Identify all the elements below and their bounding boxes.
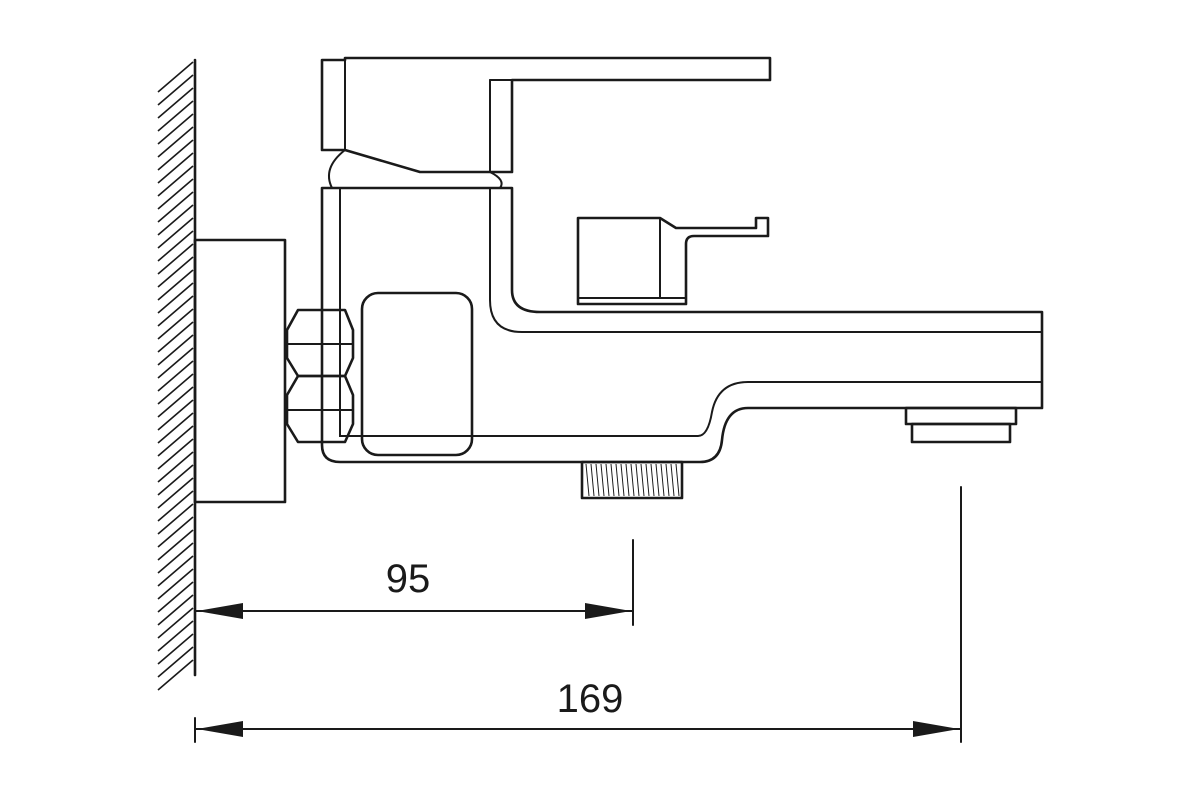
wall-hatching (157, 61, 194, 691)
thread-line (585, 463, 590, 497)
hatch-line (157, 347, 194, 379)
hatch-line (157, 178, 194, 210)
hatch-line (157, 659, 194, 691)
hatch-line (157, 477, 194, 509)
faucet-body (320, 186, 1044, 464)
hatch-line (157, 386, 194, 418)
hatch-line (157, 100, 194, 132)
thread-line (640, 463, 645, 497)
hatch-line (157, 633, 194, 665)
hatch-line (157, 620, 194, 652)
lever-outline (320, 56, 772, 174)
hatch-line (157, 360, 194, 392)
hatch-line (157, 126, 194, 158)
threaded-outlet (580, 460, 684, 500)
aerator-bottom (910, 422, 1012, 444)
hatch-line (157, 646, 194, 678)
hatch-line (157, 256, 194, 288)
arrow-right-169 (913, 721, 959, 737)
shower-lever-outline (576, 216, 770, 306)
hatch-line (157, 308, 194, 340)
hatch-line (157, 139, 194, 171)
shower-lever (576, 216, 770, 306)
dim-label-169: 169 (557, 677, 624, 721)
hatch-line (157, 243, 194, 275)
thread-line (660, 463, 665, 497)
hatch-line (157, 425, 194, 457)
hatch-line (157, 295, 194, 327)
hatch-line (157, 581, 194, 613)
thread-line (665, 463, 670, 497)
hatch-line (157, 451, 194, 483)
hatch-line (157, 529, 194, 561)
spout-top-line (489, 187, 1043, 333)
hatch-line (157, 282, 194, 314)
dimension-169: 169 (194, 486, 962, 743)
lower-nut (285, 374, 355, 444)
thread-line (610, 463, 615, 497)
outlet-threads (585, 463, 680, 497)
aerator-top (904, 406, 1018, 426)
dim-label-95: 95 (386, 557, 431, 601)
hatch-line (157, 204, 194, 236)
hatch-line (157, 61, 194, 93)
hatch-line (157, 568, 194, 600)
hatch-line (157, 438, 194, 470)
hatch-line (157, 464, 194, 496)
hatch-line (157, 152, 194, 184)
thread-line (590, 463, 595, 497)
hatch-line (157, 516, 194, 548)
hatch-line (157, 373, 194, 405)
hatch-line (157, 490, 194, 522)
hatch-line (157, 503, 194, 535)
hatch-line (157, 334, 194, 366)
hex-nuts (285, 308, 355, 444)
dimension-95: 95 (194, 539, 634, 626)
hatch-line (157, 555, 194, 587)
hatch-line (157, 269, 194, 301)
hatch-line (157, 87, 194, 119)
lever-handle (320, 56, 772, 189)
thread-line (650, 463, 655, 497)
body-inner-line (339, 187, 1043, 437)
hatch-line (157, 399, 194, 431)
hatch-line (157, 607, 194, 639)
thread-line (595, 463, 600, 497)
hatch-line (157, 230, 194, 262)
arrow-left-169 (197, 721, 243, 737)
hatch-line (157, 321, 194, 353)
arrow-left-95 (197, 603, 243, 619)
diverter-knob (360, 291, 474, 457)
thread-line (625, 463, 630, 497)
thread-line (655, 463, 660, 497)
thread-line (620, 463, 625, 497)
thread-line (615, 463, 620, 497)
thread-line (675, 463, 680, 497)
thread-line (630, 463, 635, 497)
thread-line (605, 463, 610, 497)
thread-line (600, 463, 605, 497)
thread-line (645, 463, 650, 497)
arrow-right-95 (585, 603, 631, 619)
thread-line (635, 463, 640, 497)
wall (157, 58, 197, 691)
hatch-line (157, 217, 194, 249)
hatch-line (157, 542, 194, 574)
hatch-line (157, 165, 194, 197)
hatch-line (157, 113, 194, 145)
aerator (904, 406, 1018, 444)
thread-line (670, 463, 675, 497)
hatch-line (157, 191, 194, 223)
hatch-line (157, 594, 194, 626)
outlet-body (580, 460, 684, 500)
hatch-line (157, 74, 194, 106)
hatch-line (157, 412, 194, 444)
wall-plate (193, 238, 287, 504)
